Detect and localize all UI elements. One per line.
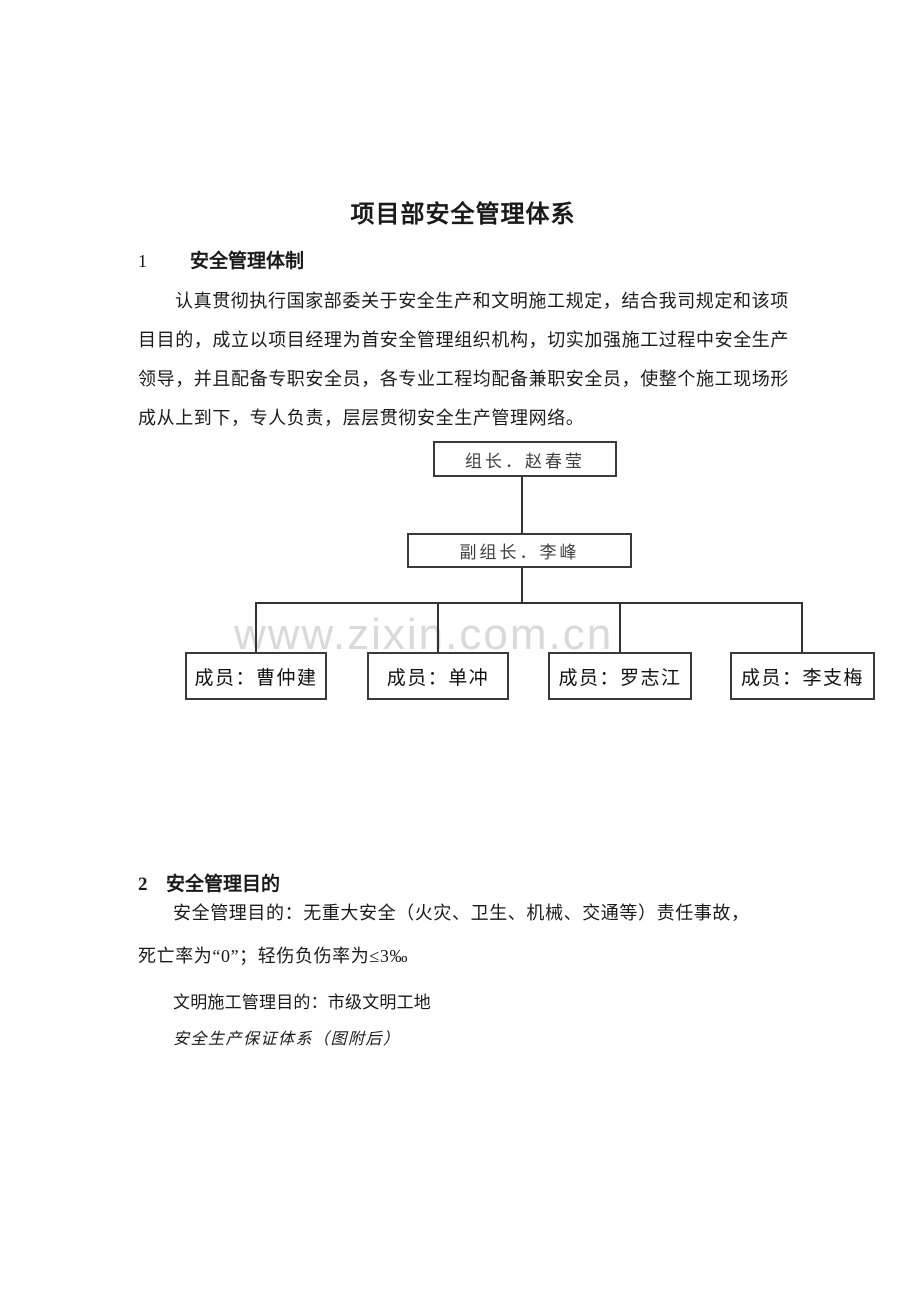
paragraph-line: 死亡率为“0”；轻伤负伤率为≤3‰ (138, 946, 409, 966)
section-1-heading: 1 安全管理体制 (138, 246, 304, 273)
paragraph-line: 目目的，成立以项目经理为首安全管理组织机构，切实加强施工过程中安全生产 (138, 330, 789, 350)
paragraph-line: 领导，并且配备专职安全员，各专业工程均配备兼职安全员，使整个施工现场形 (138, 369, 789, 389)
section-2-heading: 2 安全管理目的 (138, 869, 280, 896)
paragraph-line: 成从上到下，专人负责，层层贯彻安全生产管理网络。 (138, 408, 585, 428)
org-box-deputy: 副组长．李峰 (407, 533, 632, 568)
connector-drop-member-2 (437, 602, 439, 652)
org-box-member-3: 成员：罗志江 (548, 652, 692, 700)
document-title: 项目部安全管理体系 (350, 202, 576, 228)
section-2-number: 2 (138, 874, 148, 895)
org-box-leader: 组长．赵春莹 (433, 441, 617, 477)
org-box-member-4: 成员：李支梅 (730, 652, 875, 700)
paragraph-line: 文明施工管理目的：市级文明工地 (173, 993, 431, 1012)
org-box-member-2: 成员：单冲 (367, 652, 509, 700)
connector-drop-member-1 (255, 602, 257, 652)
connector-drop-member-3 (619, 602, 621, 652)
section-1-number: 1 (138, 251, 147, 271)
connector-drop-member-4 (801, 602, 803, 652)
section-2-heading-label: 安全管理目的 (166, 874, 281, 895)
connector-deputy-bus (521, 568, 523, 602)
paragraph-line: 安全管理目的：无重大安全（火灾、卫生、机械、交通等）责任事故， (173, 903, 750, 923)
connector-leader-deputy (521, 477, 523, 533)
watermark-text: www.zixin.com.cn (234, 610, 614, 659)
paragraph-line: 安全生产保证体系（图附后） (173, 1031, 401, 1048)
connector-horizontal-bus (255, 602, 803, 604)
section-1-heading-label: 安全管理体制 (190, 251, 305, 272)
paragraph-line: 认真贯彻执行国家部委关于安全生产和文明施工规定，结合我司规定和该项 (175, 291, 789, 311)
org-box-member-1: 成员：曹仲建 (185, 652, 327, 700)
